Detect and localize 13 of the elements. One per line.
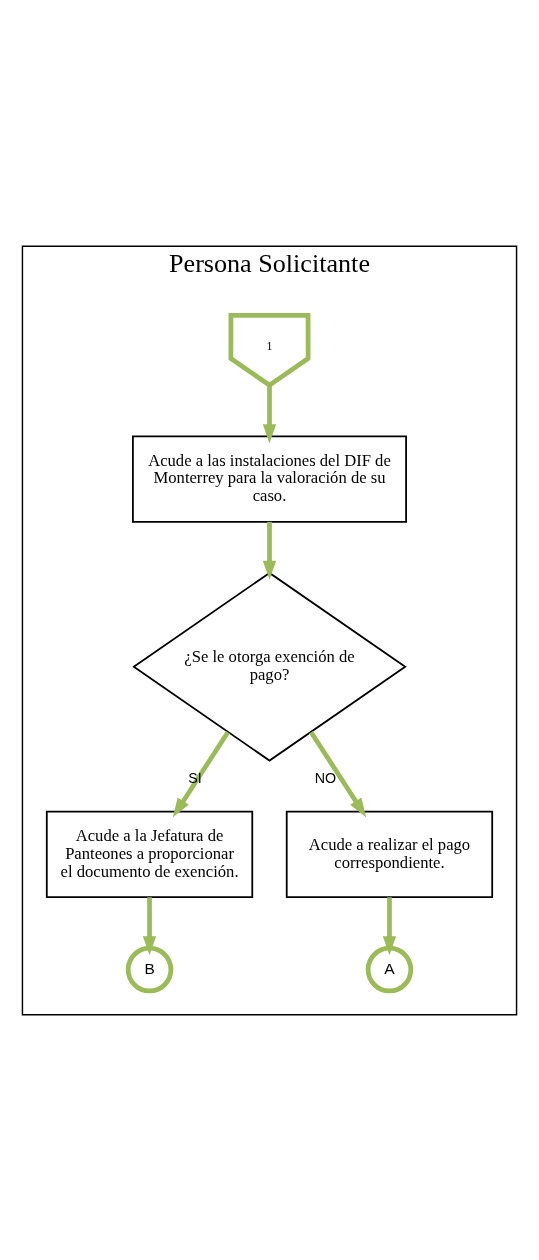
arrow — [262, 521, 277, 580]
node-box: Acude a la Jefatura de Panteones a proporcionar el documento de exención. — [45, 810, 254, 898]
node-box: Acude a realizar el pago correspondiente. — [285, 810, 494, 898]
arrow — [262, 384, 277, 443]
arrow — [309, 730, 367, 817]
node-circle: B — [125, 945, 174, 993]
arrow — [382, 896, 397, 955]
node-box: Acude a las instalaciones del DIF de Monterrey para la valoración de su caso. — [132, 434, 407, 523]
node-circle: A — [365, 945, 414, 993]
arrow — [172, 730, 230, 817]
node-diamond: ¿Se le otorga exención de pago? — [132, 571, 407, 762]
arrow — [142, 896, 157, 955]
edge-label: NO — [314, 769, 337, 786]
